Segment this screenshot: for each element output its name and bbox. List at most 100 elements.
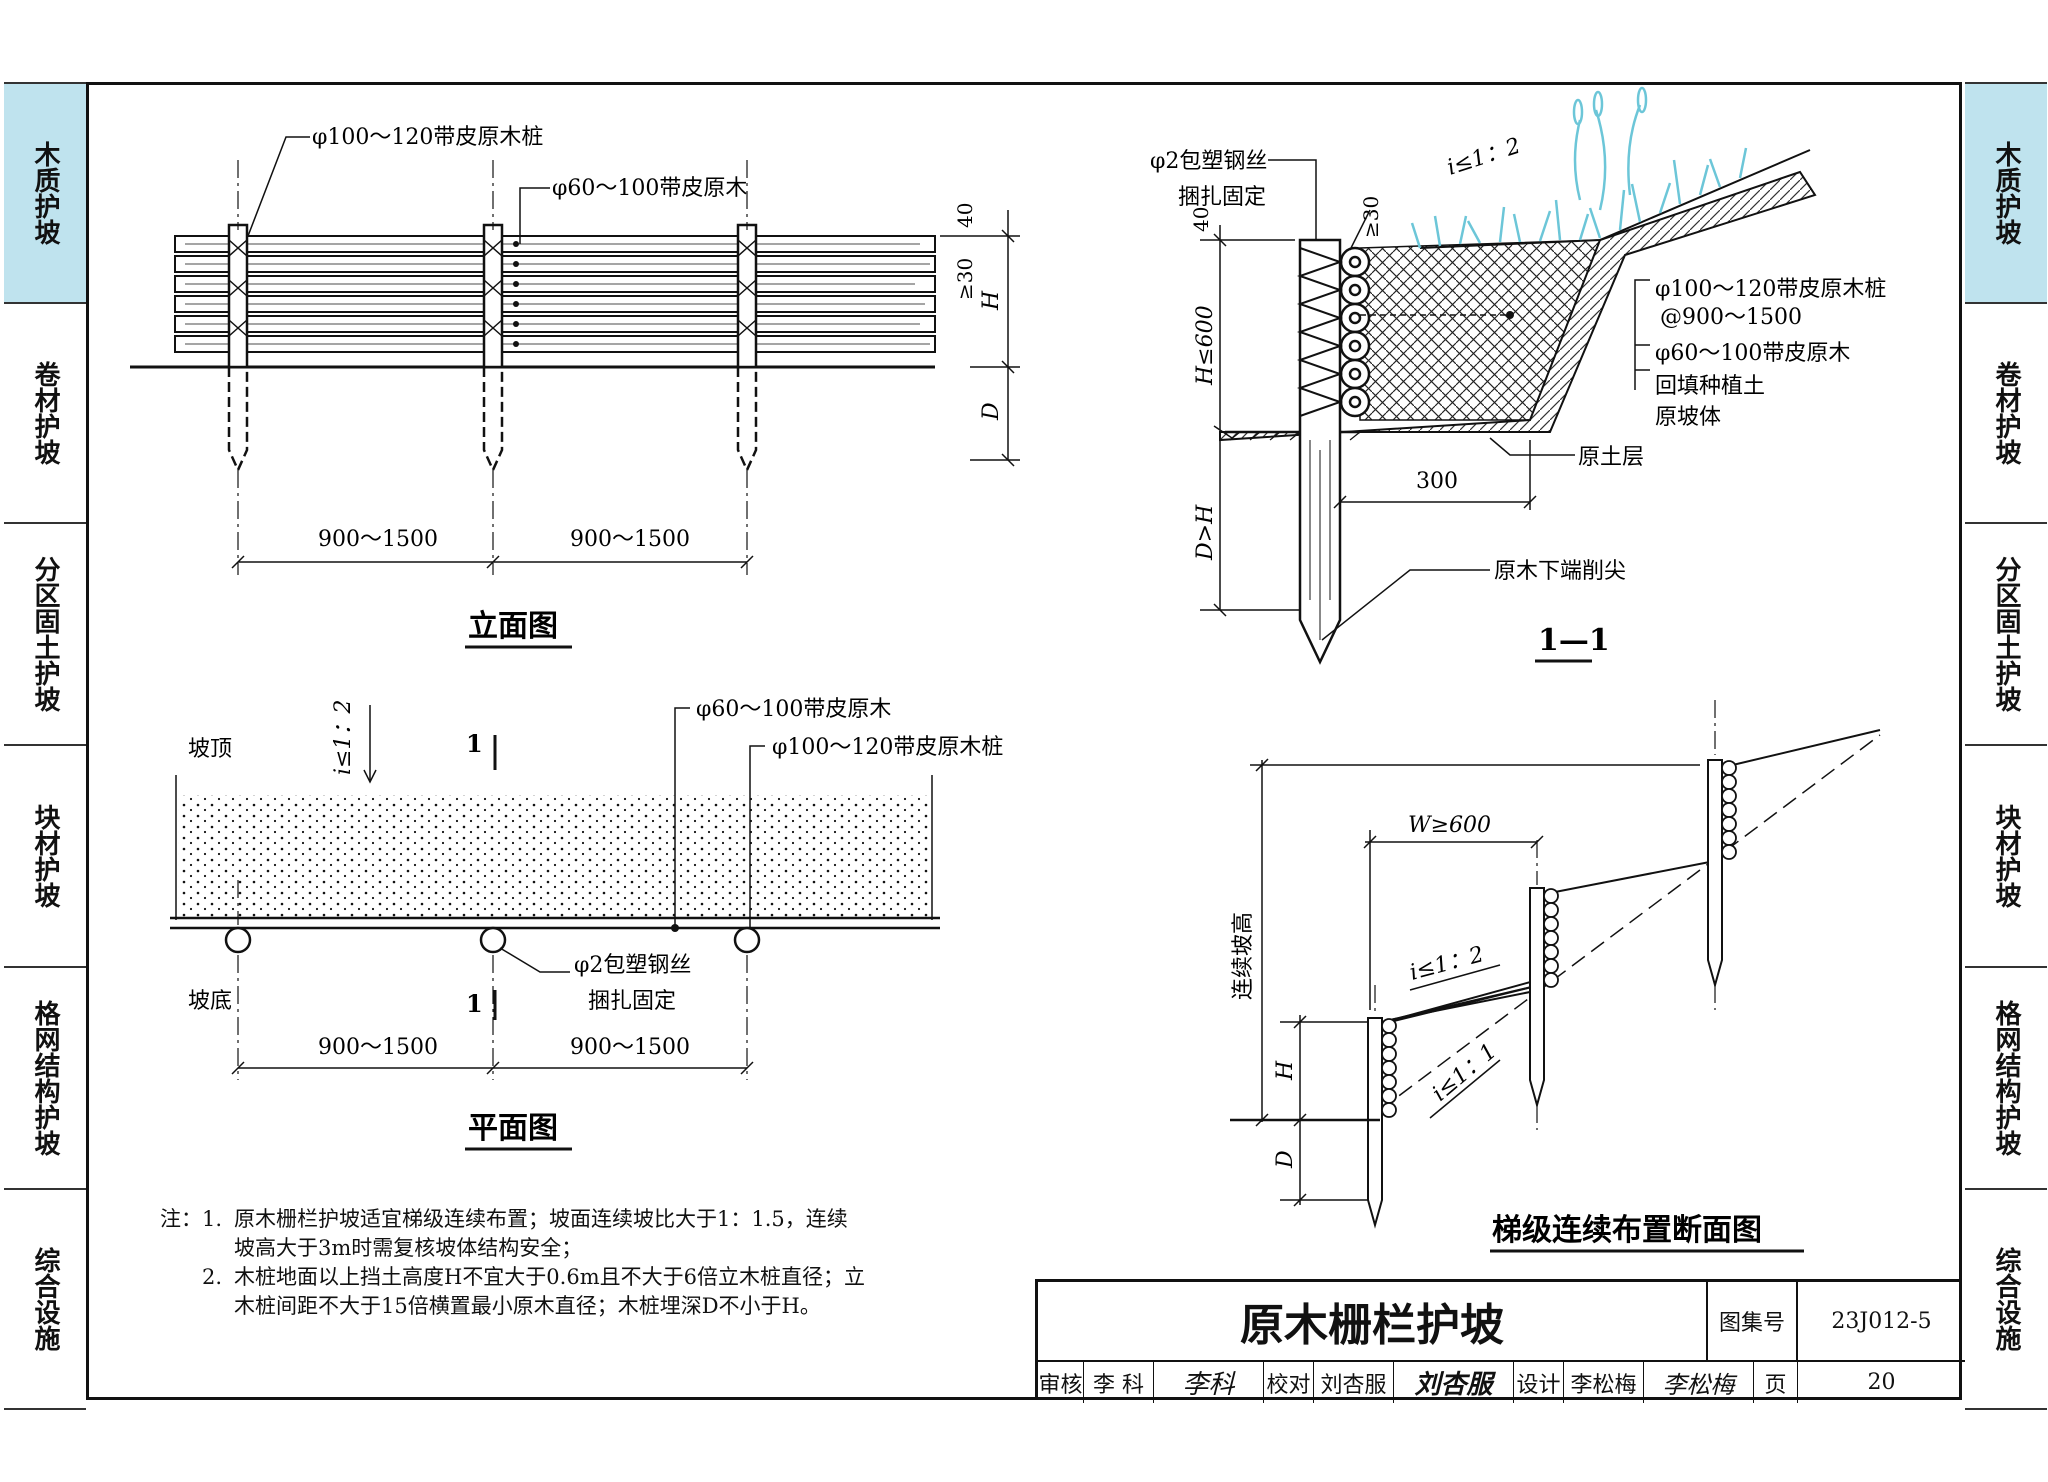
section-pile-label: φ100～120带皮原木桩	[1655, 277, 1886, 302]
drawing-frame	[86, 82, 1962, 1400]
section-log-dot	[1506, 311, 1514, 319]
plan-wire-label-2: 捆扎固定	[588, 989, 676, 1014]
section-tip-label: 原木下端削尖	[1494, 559, 1626, 584]
section-dim-40: 40	[1189, 207, 1213, 232]
tab-label: 综合设施	[30, 1247, 60, 1351]
dim-spacing-1: 900～1500	[318, 527, 438, 552]
note-text: 木桩间距不大于15倍横置最小原木直径；木桩埋深D不小于H。	[234, 1294, 821, 1318]
section-mark-top: 1	[466, 729, 483, 758]
section-wire-label-2: 捆扎固定	[1178, 185, 1266, 210]
tab-zoned-slope[interactable]: 分区固土护坡	[1965, 522, 2047, 744]
designer-name: 李松梅	[1564, 1362, 1644, 1403]
atlas-label: 图集号	[1708, 1282, 1798, 1362]
leaders	[247, 136, 550, 244]
checker-signature: 刘杏服	[1394, 1362, 1514, 1403]
tab-membrane-slope[interactable]: 卷材护坡	[4, 302, 86, 522]
section-mark-bottom: 1	[466, 989, 483, 1018]
plan-centerlines	[237, 880, 748, 1080]
tab-label: 格网结构护坡	[30, 1000, 60, 1156]
section-pile-spacing: @900～1500	[1660, 305, 1802, 330]
notes-label: 注：	[160, 1207, 202, 1231]
tab-block-slope[interactable]: 块材护坡	[4, 744, 86, 966]
tab-membrane-slope[interactable]: 卷材护坡	[1965, 302, 2047, 522]
section-wire-label-1: φ2包塑钢丝	[1150, 149, 1267, 174]
tab-label: 分区固土护坡	[1991, 556, 2021, 712]
plan-dim-2: 900～1500	[570, 1035, 690, 1060]
plan-pile-label: φ100～120带皮原木桩	[772, 735, 1003, 760]
atlas-number: 23J012-5	[1798, 1282, 1965, 1362]
plan-logs	[170, 916, 940, 930]
wire-ties	[228, 239, 757, 337]
check-label: 校对	[1264, 1362, 1314, 1403]
plan-piles	[224, 926, 761, 954]
tab-grid-slope[interactable]: 格网结构护坡	[1965, 966, 2047, 1188]
reviewer-signature: 李科	[1154, 1362, 1264, 1403]
page-number: 20	[1867, 1370, 1896, 1395]
section-view: φ2包塑钢丝 捆扎固定 i≤1：2 φ100～120带皮原木桩 @900～150…	[1150, 86, 1886, 665]
slope-guide-dashed	[1379, 734, 1881, 1111]
plan-dimension	[231, 1061, 754, 1075]
dim-D: D	[979, 402, 1004, 421]
note-num: 1.	[202, 1207, 223, 1231]
dim-40: 40	[953, 203, 977, 228]
note-item-cont: 坡高大于3m时需复核坡体结构安全；	[160, 1234, 980, 1263]
reviewer-name: 李 科	[1084, 1362, 1154, 1403]
note-item-cont: 木桩间距不大于15倍横置最小原木直径；木桩埋深D不小于H。	[160, 1292, 980, 1321]
checker-name: 刘杏服	[1314, 1362, 1394, 1403]
plan-wire-label-1: φ2包塑钢丝	[574, 953, 691, 978]
elevation-dimension-bottom	[231, 555, 754, 569]
log-dots	[513, 241, 519, 347]
tab-zoned-slope[interactable]: 分区固土护坡	[4, 522, 86, 744]
stepped-dim-H: H	[1273, 1060, 1298, 1081]
original-slope	[1219, 170, 1817, 442]
plan-leaders	[499, 707, 765, 973]
section-dim-D: D>H	[1193, 504, 1218, 561]
tab-label: 分区固土护坡	[30, 556, 60, 712]
stepped-slopes	[1384, 729, 1881, 1023]
slope-surface	[1419, 149, 1811, 249]
page-label: 页	[1754, 1362, 1798, 1403]
note-num: 2.	[202, 1265, 223, 1289]
tab-grid-slope[interactable]: 格网结构护坡	[4, 966, 86, 1188]
section-wire	[1296, 247, 1344, 417]
log-label: φ60～100带皮原木	[552, 176, 747, 201]
note-item: 2. 木桩地面以上挡土高度H不宜大于0.6m且不大于6倍立木桩直径；立	[160, 1263, 980, 1292]
tab-label: 卷材护坡	[1991, 361, 2021, 465]
section-slope-ratio: i≤1：2	[1444, 134, 1524, 181]
tab-facilities[interactable]: 综合设施	[1965, 1188, 2047, 1410]
section-slope-body-label: 原坡体	[1655, 405, 1721, 430]
stepped-slope-2-arrow	[1429, 1059, 1501, 1119]
stepped-view: W≥600 连续坡高 H D i≤1：2 i≤1：1 梯级连续布置断面图	[1230, 700, 1881, 1253]
stepped-slope-1-arrow	[1409, 964, 1501, 991]
slope-arrow-head	[363, 769, 377, 784]
stepped-dimensions	[1250, 758, 1700, 1207]
stepped-height-label: 连续坡高	[1231, 912, 1256, 1000]
plan-slope-ratio: i≤1：2	[331, 700, 356, 775]
dim-ge30: ≥30	[953, 258, 977, 300]
plan-dim-1: 900～1500	[318, 1035, 438, 1060]
tab-block-slope[interactable]: 块材护坡	[1965, 744, 2047, 966]
drawing-title: 原木栅栏护坡	[1038, 1282, 1708, 1362]
tab-facilities[interactable]: 综合设施	[4, 1188, 86, 1410]
centerlines	[237, 160, 748, 575]
tab-label: 木质护坡	[30, 141, 60, 245]
stepped-piles	[1367, 759, 1723, 1229]
section-soil-label: 原土层	[1578, 445, 1644, 470]
stepped-title: 梯级连续布置断面图	[1492, 1213, 1762, 1248]
note-text: 坡高大于3m时需复核坡体结构安全；	[234, 1236, 583, 1260]
tab-wood-slope[interactable]: 木质护坡	[1965, 82, 2047, 302]
tab-label: 木质护坡	[1991, 141, 2021, 245]
section-dim-ge30: ≥30	[1359, 196, 1383, 238]
pile-label: φ100～120带皮原木桩	[312, 125, 543, 150]
design-label: 设计	[1514, 1362, 1564, 1403]
plan-log-label: φ60～100带皮原木	[696, 697, 891, 722]
elevation-dimension-right	[940, 210, 1020, 467]
pile-grain	[1309, 440, 1331, 640]
elevation-view: φ100～120带皮原木桩 φ60～100带皮原木 40 ≥30 H D 900…	[130, 125, 1020, 649]
slope-bottom-label: 坡底	[188, 989, 232, 1014]
log-leader-dot	[671, 924, 679, 932]
tab-wood-slope[interactable]: 木质护坡	[4, 82, 86, 302]
section-dim-300: 300	[1416, 469, 1458, 494]
designer-signature: 李松梅	[1644, 1362, 1754, 1403]
stepped-centerlines	[1374, 700, 1716, 1130]
